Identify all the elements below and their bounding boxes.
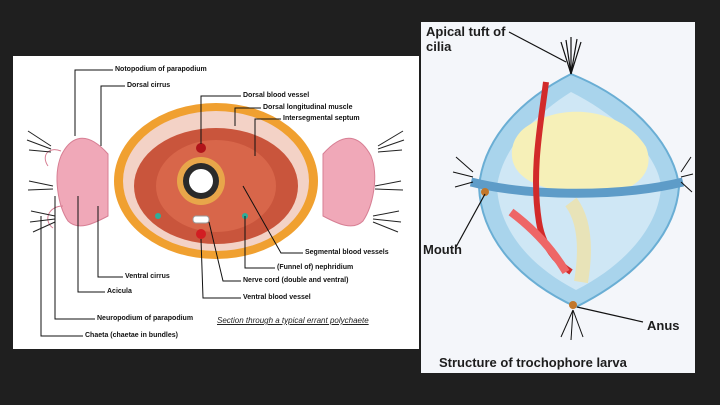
right-chaetae <box>373 131 404 232</box>
nephridium-label: (Funnel of) nephridium <box>277 264 353 272</box>
ventral-blood-vessel <box>196 229 206 239</box>
dorsal-longitudinal-muscle-label: Dorsal longitudinal muscle <box>263 104 352 112</box>
trochophore-title: Structure of trochophore larva <box>439 355 627 370</box>
anus-marker <box>569 301 577 309</box>
acicula-label: Acicula <box>107 288 132 296</box>
intersegmental-septum-label: Intersegmental septum <box>283 115 360 123</box>
apical-tuft <box>561 37 581 74</box>
notopodium-label: Notopodium of parapodium <box>115 66 207 74</box>
segmental-blood-vessels-label: Segmental blood vessels <box>305 249 389 257</box>
dorsal-blood-vessel <box>196 143 206 153</box>
chaeta-label: Chaeta (chaetae in bundles) <box>85 332 178 340</box>
mouth-label: Mouth <box>423 242 462 257</box>
nerve-cord-label: Nerve cord (double and ventral) <box>243 277 348 285</box>
ventral-cirrus-label: Ventral cirrus <box>125 273 170 281</box>
polychaete-section-diagram: Notopodium of parapodium Dorsal cirrus D… <box>13 56 419 349</box>
polychaete-section-drawing <box>13 56 419 349</box>
trochophore-larva-diagram: Apical tuft of cilia Mouth Anus Structur… <box>421 22 695 373</box>
dorsal-cirrus-label: Dorsal cirrus <box>127 82 170 90</box>
apical-tuft-label: Apical tuft of cilia <box>426 24 511 54</box>
dorsal-blood-vessel-label: Dorsal blood vessel <box>243 92 309 100</box>
nephridium-left <box>155 213 161 219</box>
ventral-blood-vessel-label: Ventral blood vessel <box>243 294 311 302</box>
anus-label: Anus <box>647 318 680 333</box>
diagram-caption: Section through a typical errant polycha… <box>217 316 369 325</box>
right-parapodium <box>323 138 375 226</box>
neuropodium-label: Neuropodium of parapodium <box>97 315 193 323</box>
left-parapodium <box>57 138 108 226</box>
nerve-cord <box>193 216 209 223</box>
